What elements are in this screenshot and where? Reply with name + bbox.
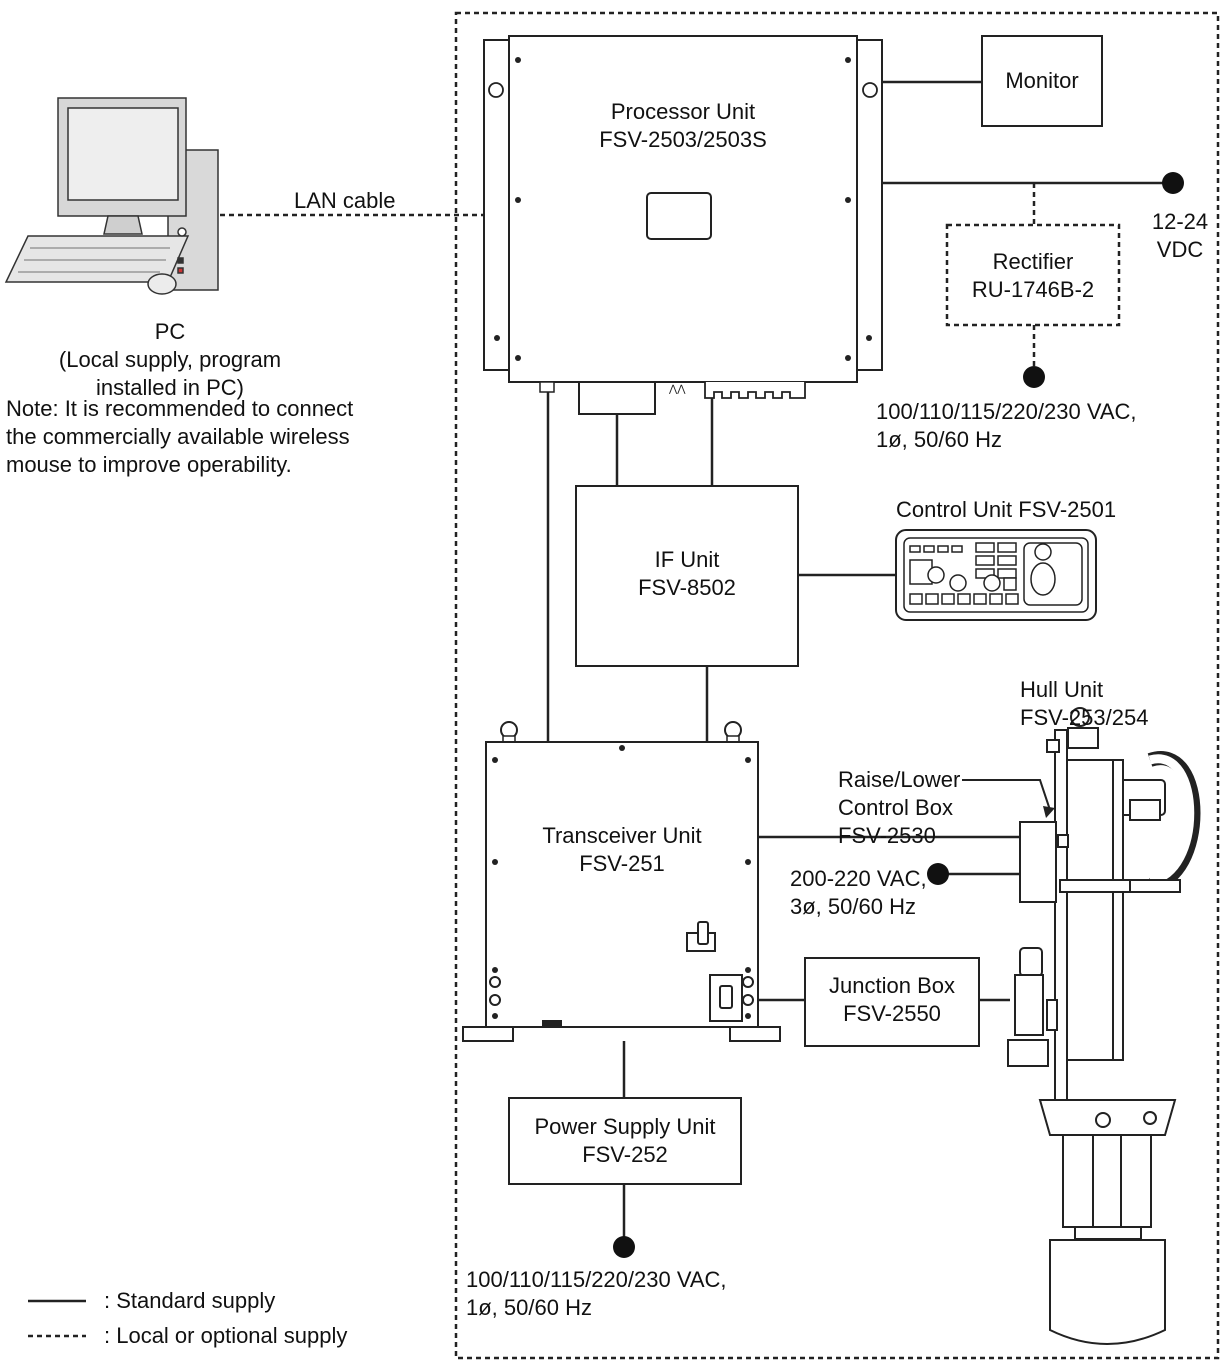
- svg-text:⋀⋀: ⋀⋀: [668, 384, 686, 395]
- three-phase-line1: 200-220 VAC,: [790, 866, 927, 891]
- control-unit-label: Control Unit FSV-2501: [896, 497, 1117, 522]
- dc-power-label: 12-24 VDC: [1140, 208, 1220, 264]
- monitor-label: Monitor: [1005, 68, 1079, 93]
- note-line-3: mouse to improve operability.: [6, 452, 292, 477]
- if-unit-box: [575, 485, 799, 667]
- processor-name: Processor Unit: [610, 99, 756, 124]
- pc-label-block: PC (Local supply, program installed in P…: [30, 318, 310, 402]
- transceiver-model: FSV-251: [579, 851, 665, 876]
- transceiver-unit-box: [462, 721, 781, 1042]
- if-unit-label: IF Unit FSV-8502: [576, 546, 798, 602]
- pc-note-2: installed in PC): [96, 375, 244, 400]
- raise-lower-label: Raise/Lower Control Box FSV-2530: [838, 766, 960, 850]
- lan-cable-label: LAN cable: [294, 188, 396, 213]
- leader-arrowhead: [1043, 806, 1055, 818]
- junction-box-model: FSV-2550: [843, 1001, 941, 1026]
- power-supply-model: FSV-252: [582, 1142, 668, 1167]
- ac-power-bottom-line1: 100/110/115/220/230 VAC,: [466, 1267, 727, 1292]
- three-phase-terminal: [927, 863, 949, 885]
- raise-lower-line3: FSV-2530: [838, 823, 936, 848]
- ac-power-bottom-label: 100/110/115/220/230 VAC, 1ø, 50/60 Hz: [466, 1266, 727, 1322]
- rectifier-label: Rectifier RU-1746B-2: [947, 248, 1119, 304]
- processor-unit-box: ⋀⋀: [483, 35, 883, 415]
- note-line-1: Note: It is recommended to connect: [6, 396, 354, 421]
- power-supply-label: Power Supply Unit FSV-252: [509, 1113, 741, 1169]
- pc-label: PC: [154, 319, 186, 344]
- transceiver-label: Transceiver Unit FSV-251: [486, 822, 758, 878]
- ac-power-terminal-top: [1023, 366, 1045, 388]
- pc-illustration: [4, 97, 219, 295]
- pc-note-1: (Local supply, program: [58, 347, 282, 372]
- ac-power-terminal-bottom: [613, 1236, 635, 1258]
- power-supply-box: [508, 1097, 742, 1185]
- raise-lower-line2: Control Box: [838, 795, 953, 820]
- processor-model: FSV-2503/2503S: [599, 127, 767, 152]
- rectifier-model: RU-1746B-2: [971, 277, 1095, 302]
- ac-power-top-line2: 1ø, 50/60 Hz: [876, 427, 1002, 452]
- if-unit-name: IF Unit: [654, 547, 720, 572]
- legend-optional-label: : Local or optional supply: [104, 1323, 348, 1348]
- rectifier-box: [945, 223, 1121, 327]
- hull-unit-label: Hull Unit FSV-253/254: [1020, 676, 1148, 732]
- hull-unit-illustration: [1007, 707, 1201, 1345]
- three-phase-label: 200-220 VAC, 3ø, 50/60 Hz: [790, 865, 927, 921]
- rectifier-name: Rectifier: [992, 249, 1074, 274]
- transceiver-name: Transceiver Unit: [542, 823, 702, 848]
- supply-boundary: [454, 11, 1220, 1360]
- raise-lower-line1: Raise/Lower: [838, 767, 961, 792]
- three-phase-line2: 3ø, 50/60 Hz: [790, 894, 916, 919]
- raise-lower-leader: [962, 779, 1051, 811]
- dc-power-line1: 12-24: [1151, 209, 1209, 234]
- legend-standard-label: : Standard supply: [104, 1288, 276, 1313]
- hull-unit-name: Hull Unit: [1020, 677, 1104, 702]
- hull-unit-model: FSV-253/254: [1020, 705, 1149, 730]
- monitor-box: [981, 35, 1103, 127]
- junction-box-name: Junction Box: [829, 973, 955, 998]
- ac-power-bottom-line2: 1ø, 50/60 Hz: [466, 1295, 592, 1320]
- note-line-2: the commercially available wireless: [6, 424, 350, 449]
- dc-power-line2: VDC: [1156, 237, 1204, 262]
- processor-label: Processor Unit FSV-2503/2503S: [509, 98, 857, 154]
- junction-box-label: Junction Box FSV-2550: [805, 972, 979, 1028]
- dc-power-terminal: [1162, 172, 1184, 194]
- note-block: Note: It is recommended to connect the c…: [6, 395, 353, 479]
- ac-power-top-label: 100/110/115/220/230 VAC, 1ø, 50/60 Hz: [876, 398, 1137, 454]
- control-unit-illustration: [895, 529, 1097, 621]
- power-supply-name: Power Supply Unit: [534, 1114, 716, 1139]
- if-unit-model: FSV-8502: [638, 575, 736, 600]
- junction-box: [804, 957, 980, 1047]
- ac-power-top-line1: 100/110/115/220/230 VAC,: [876, 399, 1137, 424]
